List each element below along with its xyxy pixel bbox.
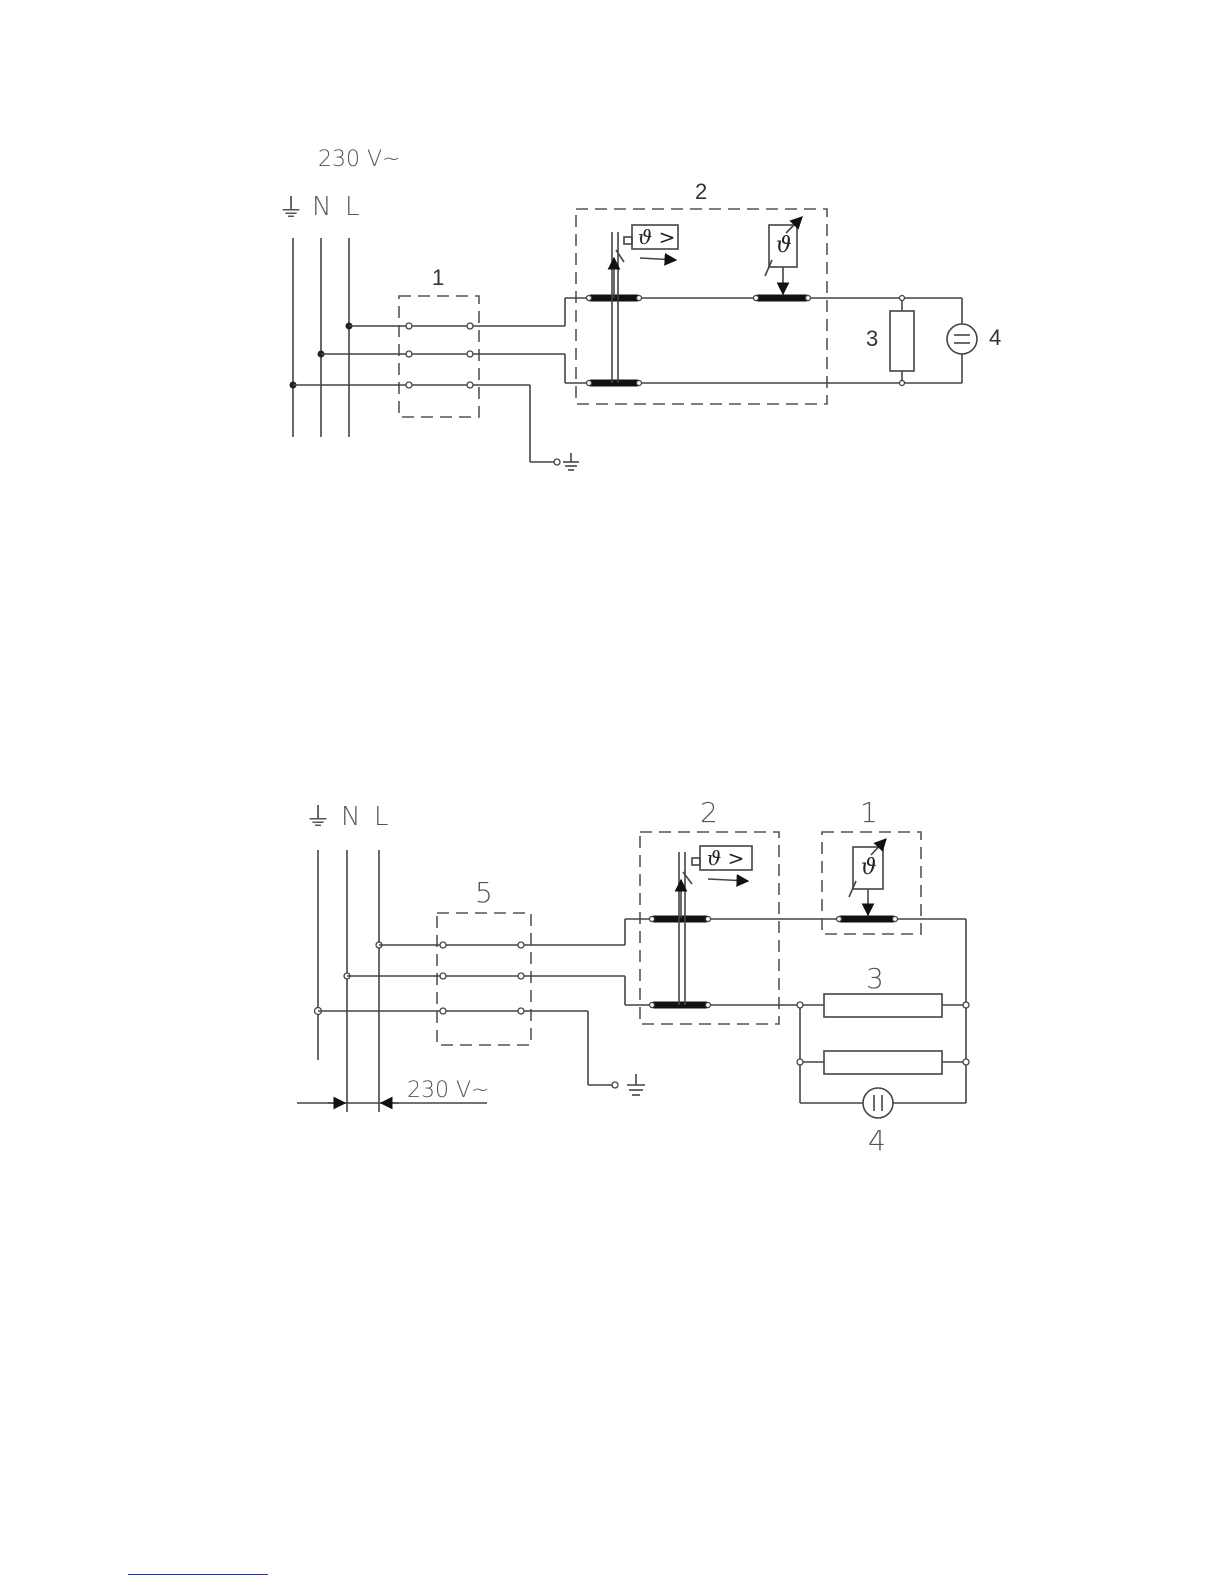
thermostat-sensor: ϑ — [754, 217, 811, 301]
earth-label: ⏚ — [278, 194, 304, 224]
terminal — [406, 351, 412, 357]
resistor-label: 3 — [866, 326, 878, 351]
earth-output-terminal — [554, 459, 560, 465]
terminal-block-label: 1 — [432, 265, 444, 290]
line-label: L — [374, 802, 389, 832]
lamp-symbol — [863, 1088, 893, 1118]
terminal — [406, 323, 412, 329]
limiter-symbol: ϑ > — [707, 846, 744, 870]
resistor-2 — [824, 1051, 942, 1074]
earth-output-terminal — [612, 1082, 618, 1088]
thermostat-unit-label: 2 — [695, 179, 707, 204]
line-label: L — [345, 192, 360, 222]
resistor-label: 3 — [866, 962, 884, 995]
earth-symbol — [627, 1074, 645, 1095]
lamp-label: 4 — [868, 1124, 886, 1157]
terminal — [467, 351, 473, 357]
neutral-label: N — [312, 192, 331, 222]
lamp-symbol — [947, 324, 977, 354]
resistor — [890, 311, 914, 371]
supply-voltage-label: 230 V~ — [318, 147, 400, 172]
supply-voltage-label: 230 V~ — [407, 1078, 489, 1103]
resistor — [824, 994, 942, 1017]
footnote-rule — [128, 1574, 268, 1575]
neutral-label: N — [341, 802, 360, 832]
earth-symbol — [563, 453, 579, 470]
diagram-2: ⏚ N L 230 V~ 5 — [297, 796, 969, 1157]
terminal-block-outline — [437, 913, 531, 1045]
limiter-symbol: ϑ > — [638, 225, 675, 249]
earth-label: ⏚ — [305, 803, 331, 833]
limiter-unit-label: 2 — [700, 796, 718, 829]
sensor-symbol: ϑ — [776, 233, 792, 258]
diagram-1: 230 V~ ⏚ N L 1 — [278, 147, 1001, 470]
thermostat-unit-label: 1 — [860, 796, 878, 829]
terminal-block-label: 5 — [475, 876, 493, 909]
lamp-label: 4 — [989, 325, 1001, 350]
terminal — [467, 382, 473, 388]
terminal — [406, 382, 412, 388]
temperature-limiter: ϑ > — [612, 225, 678, 383]
sensor-symbol: ϑ — [861, 855, 877, 880]
temperature-limiter: ϑ > — [679, 846, 752, 1005]
terminal — [467, 323, 473, 329]
thermostat-sensor: ϑ — [837, 839, 898, 922]
